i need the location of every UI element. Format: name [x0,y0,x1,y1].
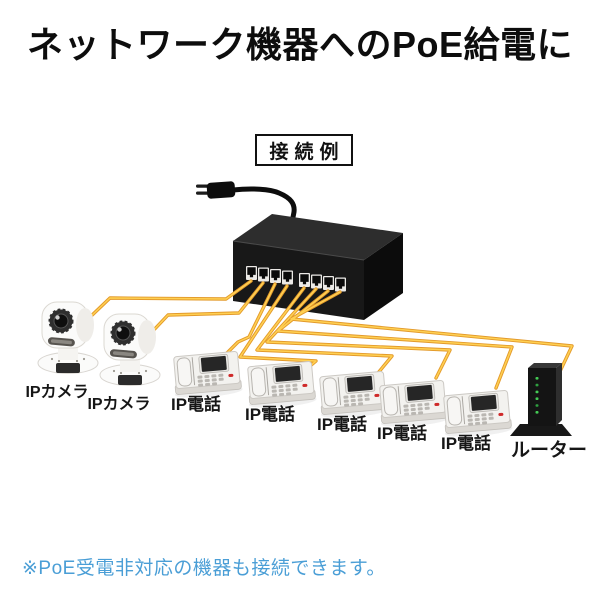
rj45-port [323,276,334,290]
rj45-port [335,277,346,292]
ip-camera-1 [36,300,100,376]
label-ip-camera-1: IPカメラ [25,384,89,401]
rj45-port [270,269,281,283]
ethernet-cables [86,279,574,390]
rj45-port [299,273,310,287]
footnote: ※PoE受電非対応の機器も接続できます。 [22,558,386,579]
label-ip-camera-2: IPカメラ [87,396,151,413]
label-ip-phone-2: IP電話 [244,405,296,424]
label-ip-phone-4: IP電話 [376,424,428,443]
page-title: ネットワーク機器へのPoE給電に [26,24,573,65]
router-led-indicators [535,377,539,414]
ip-camera-2 [98,312,162,388]
label-router: ルーター [510,440,588,461]
label-ip-phone-3: IP電話 [316,415,368,434]
label-ip-phone-5: IP電話 [440,434,492,453]
rj45-port [282,270,293,285]
connection-example-label: 接続例 [269,141,345,163]
label-ip-phone-1: IP電話 [170,395,222,414]
connection-example-badge: 接続例 [255,134,353,166]
rj45-port [258,267,269,282]
router-device [510,363,572,436]
switch-top-face [233,214,403,260]
rj45-port [311,274,322,289]
switch-side-face [364,233,403,320]
rj45-port [246,266,257,280]
